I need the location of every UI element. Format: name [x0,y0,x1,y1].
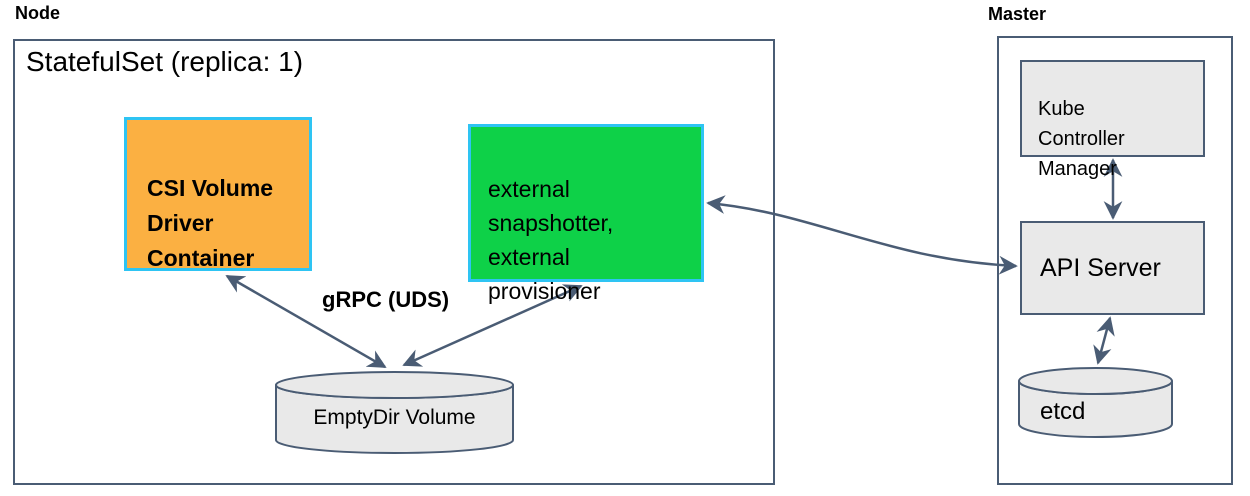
emptydir-volume-label: EmptyDir Volume [313,406,476,429]
csi-volume-driver-container-label: CSI Volume Driver Container [147,175,274,271]
api-server-box: API Server [1020,221,1205,315]
arrow-csi-driver-to-emptydir [225,274,387,369]
node-section-label: Node [15,3,60,23]
arrow-sidecars-to-emptydir [402,284,583,367]
etcd-label: etcd [1040,398,1086,425]
kube-controller-manager-box: Kube Controller Manager [1020,60,1205,180]
master-section-label: Master [988,4,1047,24]
csi-volume-driver-container-box: CSI Volume Driver Container [124,117,312,271]
master-boundary-box [997,36,1233,485]
arrow-api-server-to-etcd [1093,316,1115,365]
api-server-label: API Server [1040,253,1161,282]
emptydir-volume-cylinder [275,371,514,454]
external-snapshotter-provisioner-box: external snapshotter, external provision… [468,124,704,304]
arrow-sidecars-to-api-server [706,195,1018,275]
etcd-cylinder [1018,367,1173,438]
statefulset-title: StatefulSet (replica: 1) [26,46,304,77]
kube-controller-manager-label: Kube Controller Manager [1038,98,1125,180]
node-boundary-box [13,39,775,485]
grpc-uds-label: gRPC (UDS) [322,287,450,312]
external-snapshotter-provisioner-label: external snapshotter, external provision… [488,176,614,304]
